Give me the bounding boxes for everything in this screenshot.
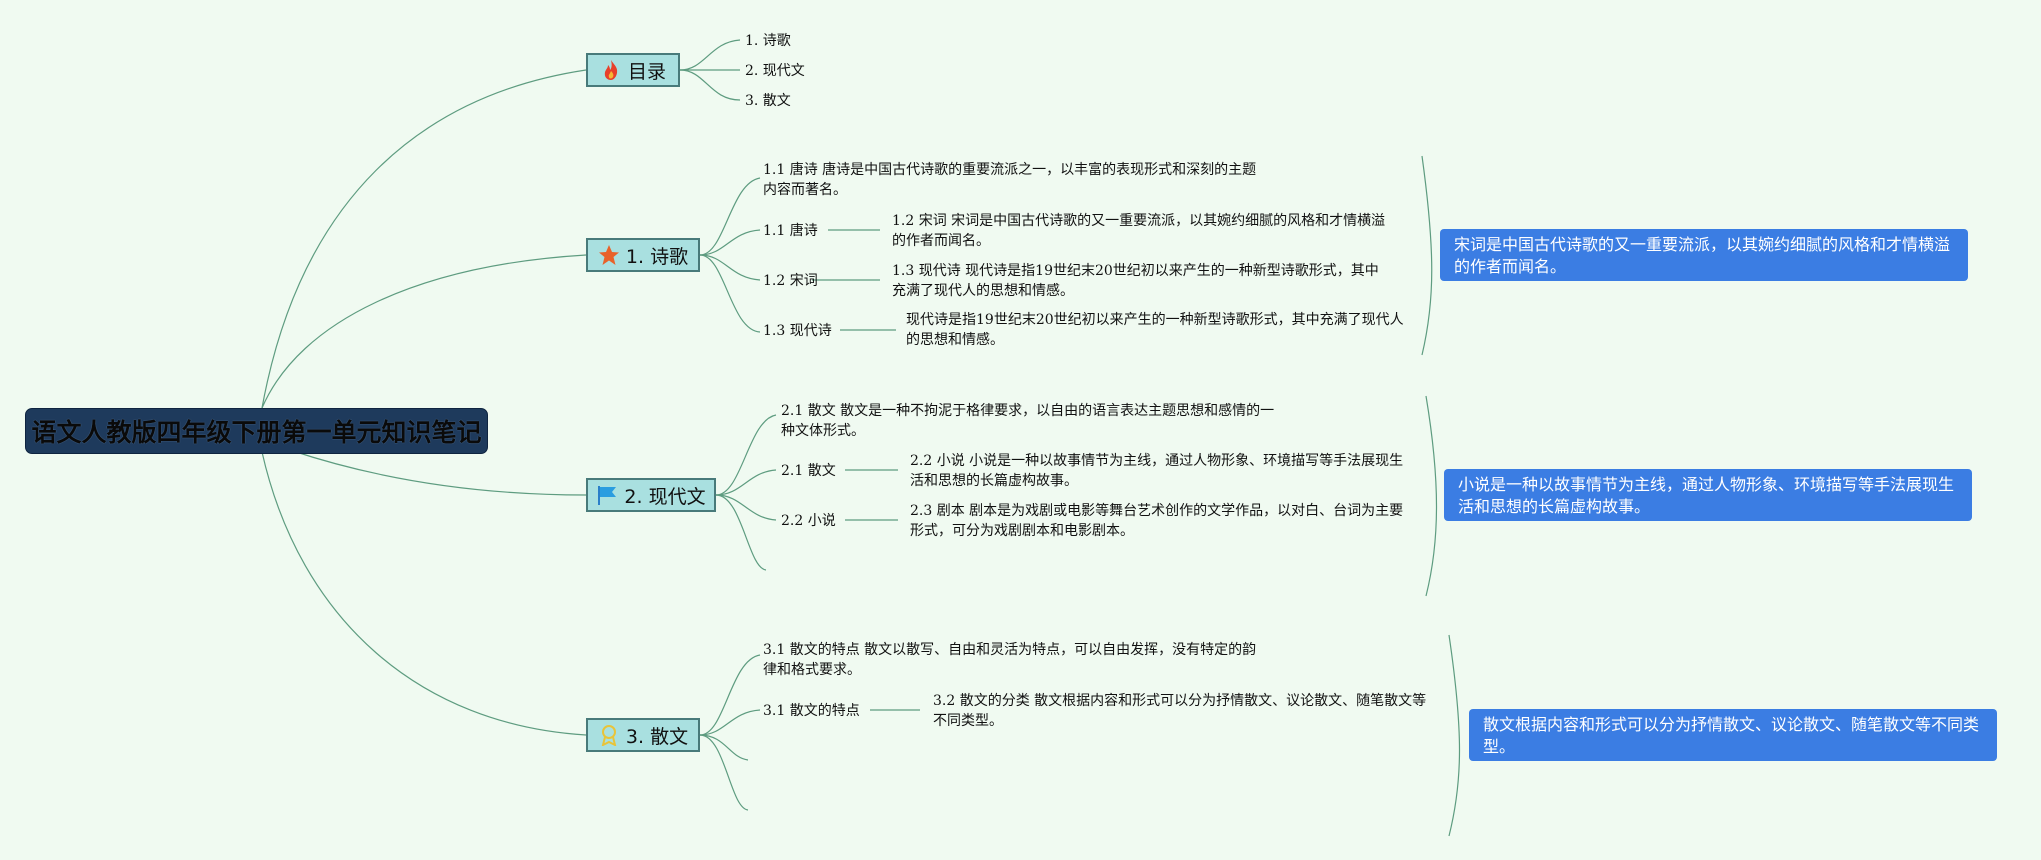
poetry-item-label[interactable]: 1.1 唐诗 xyxy=(763,223,818,239)
fire-icon xyxy=(600,59,622,81)
poetry-intro[interactable]: 1.1 唐诗 唐诗是中国古代诗歌的重要流派之一，以丰富的表现形式和深刻的主题内容… xyxy=(763,162,1257,198)
star-icon xyxy=(598,244,620,266)
modern-item-label[interactable]: 2.2 小说 xyxy=(781,513,836,529)
prose-item-desc[interactable]: 3.2 散文的分类 散文根据内容和形式可以分为抒情散文、议论散文、随笔散文等不同… xyxy=(933,693,1427,729)
topic-modern[interactable]: 2. 现代文 xyxy=(586,478,716,512)
modern-summary-callout[interactable]: 小说是一种以故事情节为主线，通过人物形象、环境描写等手法展现生活和思想的长篇虚构… xyxy=(1444,469,1972,521)
topic-poetry[interactable]: 1. 诗歌 xyxy=(586,238,700,272)
flag-icon xyxy=(596,484,618,506)
poetry-item-label[interactable]: 1.2 宋词 xyxy=(763,273,818,289)
poetry-summary-callout[interactable]: 宋词是中国古代诗歌的又一重要流派，以其婉约细腻的风格和才情横溢的作者而闻名。 xyxy=(1440,229,1968,281)
poetry-item-label[interactable]: 1.3 现代诗 xyxy=(763,323,832,339)
topic-toc[interactable]: 目录 xyxy=(586,53,680,87)
topic-prose[interactable]: 3. 散文 xyxy=(586,718,700,752)
topic-modern-label: 2. 现代文 xyxy=(624,485,706,508)
prose-item-label[interactable]: 3.1 散文的特点 xyxy=(763,703,860,719)
prose-intro[interactable]: 3.1 散文的特点 散文以散写、自由和灵活为特点，可以自由发挥，没有特定的韵律和… xyxy=(763,642,1257,678)
prose-summary-callout[interactable]: 散文根据内容和形式可以分为抒情散文、议论散文、随笔散文等不同类型。 xyxy=(1469,709,1997,761)
modern-item-label[interactable]: 2.1 散文 xyxy=(781,463,836,479)
poetry-item-desc[interactable]: 现代诗是指19世纪末20世纪初以来产生的一种新型诗歌形式，其中充满了现代人的思想… xyxy=(906,312,1404,348)
modern-intro[interactable]: 2.1 散文 散文是一种不拘泥于格律要求，以自由的语言表达主题思想和感情的一种文… xyxy=(781,403,1275,439)
root-topic[interactable]: 语文人教版四年级下册第一单元知识笔记 xyxy=(25,408,488,454)
topic-prose-label: 3. 散文 xyxy=(625,725,689,748)
modern-item-desc[interactable]: 2.2 小说 小说是一种以故事情节为主线，通过人物形象、环境描写等手法展现生活和… xyxy=(910,453,1404,489)
toc-item[interactable]: 2. 现代文 xyxy=(745,63,805,79)
toc-item[interactable]: 3. 散文 xyxy=(745,93,791,109)
modern-item-desc[interactable]: 2.3 剧本 剧本是为戏剧或电影等舞台艺术创作的文学作品，以对白、台词为主要形式… xyxy=(910,503,1404,539)
poetry-item-desc[interactable]: 1.2 宋词 宋词是中国古代诗歌的又一重要流派，以其婉约细腻的风格和才情横溢的作… xyxy=(892,213,1386,249)
toc-item[interactable]: 1. 诗歌 xyxy=(745,33,791,49)
topic-toc-label: 目录 xyxy=(627,60,666,83)
poetry-item-desc[interactable]: 1.3 现代诗 现代诗是指19世纪末20世纪初以来产生的一种新型诗歌形式，其中充… xyxy=(892,263,1379,299)
topic-poetry-label: 1. 诗歌 xyxy=(625,245,689,268)
award-icon xyxy=(598,724,620,746)
